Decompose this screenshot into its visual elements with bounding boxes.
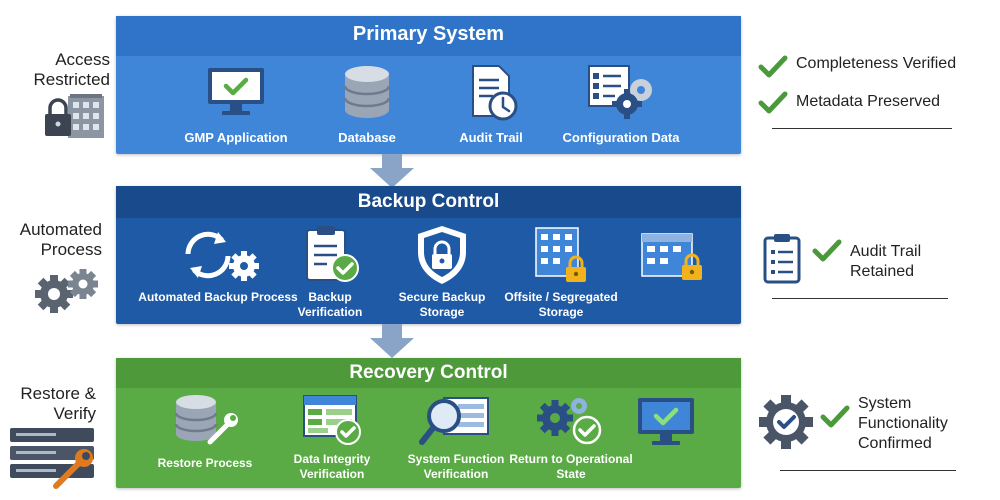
check-icon-system: [820, 405, 850, 428]
automated-backup-label: Automated Backup Process: [138, 290, 298, 304]
document-clock-icon: [472, 65, 518, 121]
divider-1: [772, 128, 952, 129]
completeness-verified-text: Completeness Verified: [796, 55, 957, 72]
monitor-check-icon-2: [638, 398, 694, 445]
divider-3: [780, 470, 956, 471]
gmp-application-item: GMP Application: [166, 64, 306, 145]
clipboard-check-icon: [306, 226, 359, 282]
magnifier-icon: [419, 397, 489, 445]
metadata-preserved-text: Metadata Preserved: [796, 93, 941, 110]
gear-check-icon-right: [759, 395, 813, 449]
gear-check-icon: [537, 398, 602, 445]
locked-building-icon: [42, 92, 108, 147]
building-lock-icon-2: [641, 233, 702, 280]
automated-backup-item: Automated Backup Process: [138, 224, 298, 305]
offsite-storage-item: Offsite / Segregated Storage: [502, 224, 620, 320]
checklist-icon: [763, 234, 801, 284]
recovery-control-panel: Recovery Control Restore Process Data In…: [116, 358, 741, 488]
restore-verify-label: Restore &Verify: [20, 384, 96, 423]
shield-lock-icon: [418, 226, 466, 284]
return-operational-item: Return to Operational State: [506, 392, 636, 482]
gears-icon: [30, 262, 106, 327]
restore-process-item: Restore Process: [150, 392, 260, 471]
server-wrench-icon: [8, 424, 108, 497]
monitor-check-item: [626, 394, 706, 450]
data-integrity-item: Data Integrity Verification: [276, 392, 388, 482]
configuration-data-item: Configuration Data: [556, 64, 686, 145]
divider-2: [772, 298, 948, 299]
monitor-check-icon: [208, 68, 264, 115]
backup-control-panel: Backup Control Automated Backup Process: [116, 186, 741, 324]
down-arrow-2: [370, 324, 414, 358]
secure-backup-storage-item: Secure Backup Storage: [386, 224, 498, 320]
database-item: Database: [312, 64, 422, 145]
recovery-control-title: Recovery Control: [349, 362, 508, 383]
check-icon-metadata: [758, 91, 788, 114]
refresh-gear-icon: [185, 231, 259, 281]
audit-trail-item: Audit Trail: [436, 64, 546, 145]
check-icon-audit: [812, 239, 842, 262]
backup-control-title: Backup Control: [357, 191, 500, 212]
check-icon-completeness: [758, 55, 788, 78]
database-icon: [343, 66, 391, 118]
backup-verification-item: Backup Verification: [276, 224, 384, 320]
system-function-item: System Function Verification: [394, 392, 518, 482]
down-arrow-1: [370, 154, 414, 188]
storage-lock-item: [632, 230, 712, 282]
primary-system-title: Primary System: [352, 23, 505, 45]
checklist-gear-icon: [588, 65, 652, 119]
primary-system-panel: Primary System GMP Application Database: [116, 16, 741, 154]
table-check-icon: [303, 395, 361, 445]
building-lock-icon: [535, 227, 586, 282]
database-wrench-icon: [174, 395, 238, 445]
